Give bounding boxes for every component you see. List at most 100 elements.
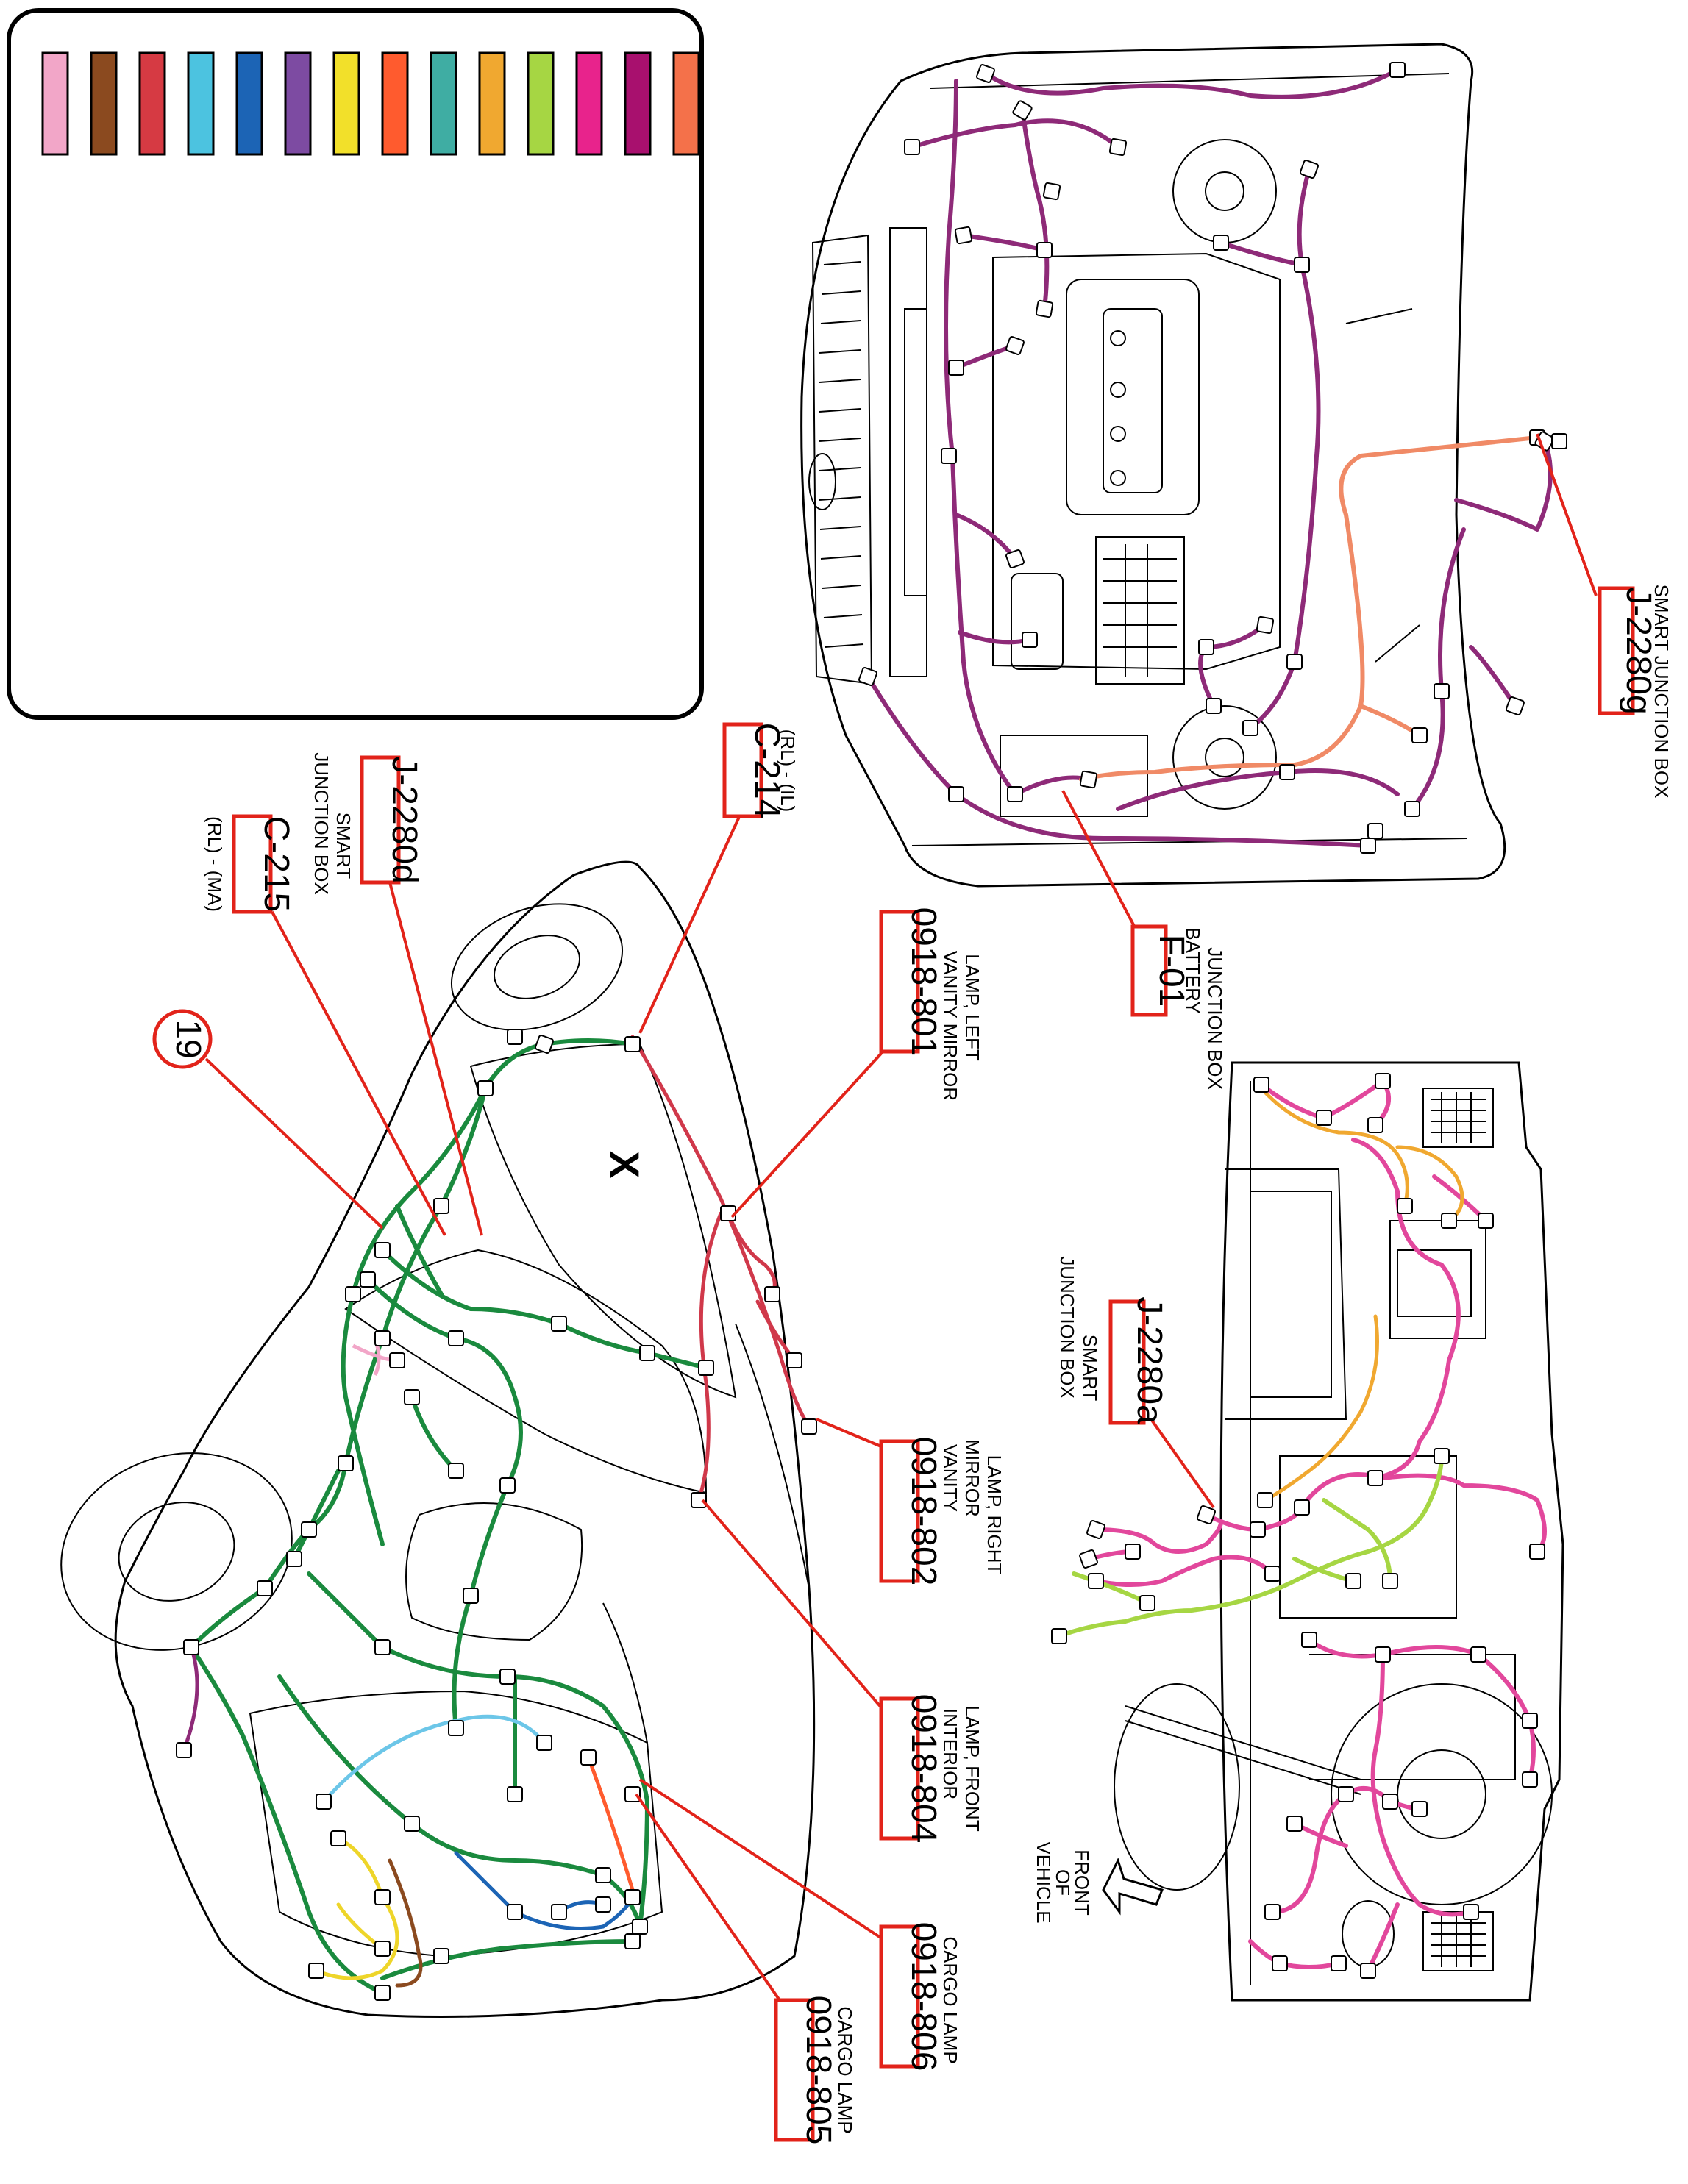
callout-0918-806: 0918-806 CARGO LAMP xyxy=(638,1778,961,2071)
connector xyxy=(1522,1713,1538,1729)
connector xyxy=(595,1896,611,1913)
legend-swatch xyxy=(672,51,700,156)
legend-swatch xyxy=(138,51,166,156)
callout-j2280a-desc1: SMART xyxy=(1079,1335,1101,1402)
legend-swatch xyxy=(527,51,555,156)
connector xyxy=(1382,1573,1398,1589)
callout-0918-801-desc2: LAMP, LEFT xyxy=(961,954,983,1061)
emblem xyxy=(808,453,836,510)
connector xyxy=(1279,764,1295,780)
connector xyxy=(698,1360,714,1376)
connector xyxy=(624,1786,641,1802)
legend-swatch xyxy=(430,51,457,156)
connector xyxy=(1506,696,1525,715)
connector xyxy=(507,1029,523,1045)
connector xyxy=(1139,1595,1155,1611)
connector xyxy=(433,1948,449,1964)
front-label-line2: OF xyxy=(1052,1869,1074,1896)
connector xyxy=(1463,1904,1479,1920)
connector xyxy=(463,1588,479,1604)
callout-j2280g: J-2280g SMART JUNCTION BOX xyxy=(1536,433,1673,798)
callout-0918-806-desc1: CARGO LAMP xyxy=(939,1936,961,2063)
connector xyxy=(1242,720,1258,736)
connector xyxy=(345,1286,361,1302)
engine-connectors xyxy=(858,62,1567,854)
connector xyxy=(1198,639,1214,655)
connector xyxy=(507,1786,523,1802)
legend-swatch xyxy=(284,51,312,156)
connector xyxy=(1434,1448,1450,1464)
legend-swatch xyxy=(41,51,69,156)
legend-swatch xyxy=(235,51,263,156)
connector xyxy=(1382,1794,1398,1810)
connector xyxy=(1434,683,1450,699)
connector xyxy=(948,786,964,802)
front-label-line3: VEHICLE xyxy=(1033,1841,1055,1923)
connector xyxy=(448,1463,464,1479)
connector xyxy=(1022,632,1038,648)
legend-swatch xyxy=(575,51,603,156)
connector xyxy=(1250,1521,1266,1538)
connector xyxy=(1300,160,1319,179)
connector xyxy=(374,1330,391,1346)
connector xyxy=(1551,433,1567,449)
connector xyxy=(1286,1816,1303,1832)
connector xyxy=(624,1933,641,1949)
callout-0918-805: 0918-805 CARGO LAMP xyxy=(635,1793,856,2145)
callout-0918-801-desc1: VANITY MIRROR xyxy=(939,951,961,1101)
connector xyxy=(1375,1646,1391,1663)
connector xyxy=(1042,182,1061,201)
front-label-line1: FRONT xyxy=(1071,1849,1093,1916)
connector xyxy=(1389,62,1406,78)
legend-swatch xyxy=(478,51,506,156)
callout-0918-805-desc1: CARGO LAMP xyxy=(834,2006,856,2133)
connector xyxy=(1478,1213,1494,1229)
connector xyxy=(1256,615,1275,635)
connector xyxy=(301,1521,317,1538)
connector xyxy=(580,1749,597,1766)
connector xyxy=(1411,727,1428,743)
connector xyxy=(1012,100,1033,121)
callout-0918-802-label: 0918-802 xyxy=(904,1437,943,1586)
connector xyxy=(1035,299,1054,318)
connector xyxy=(1529,1544,1545,1560)
connector xyxy=(1206,698,1222,714)
connector xyxy=(1253,1077,1269,1093)
connector xyxy=(374,1985,391,2001)
callout-ground-19: 19 xyxy=(152,1009,384,1230)
connector xyxy=(954,226,973,245)
connector xyxy=(1005,549,1025,568)
callout-j2280d: J-2280d SMART JUNCTION BOX xyxy=(310,752,483,1236)
color-legend xyxy=(7,8,704,720)
connector xyxy=(1036,242,1053,258)
callout-c214-desc: (RL) - (IL) xyxy=(777,729,799,813)
callout-0918-804-label: 0918-804 xyxy=(904,1694,943,1844)
connector xyxy=(535,1035,554,1054)
connector xyxy=(308,1963,324,1979)
connector xyxy=(1522,1771,1538,1788)
callout-c215: C-215 (RL) - (MA) xyxy=(204,814,446,1236)
connector xyxy=(1404,801,1420,817)
connector xyxy=(801,1418,817,1435)
connector xyxy=(786,1352,802,1368)
connector xyxy=(1007,786,1023,802)
callout-0918-802-desc2: MIRROR xyxy=(961,1439,983,1516)
connector xyxy=(1360,838,1376,854)
callout-ground-19-label: 19 xyxy=(168,1019,207,1058)
connector xyxy=(1367,1117,1383,1133)
front-arrow-icon xyxy=(1102,1858,1164,1916)
connector xyxy=(1108,138,1128,157)
connector xyxy=(904,139,920,155)
connector xyxy=(183,1639,199,1655)
callout-0918-804-desc2: LAMP, FRONT xyxy=(961,1705,983,1832)
connector xyxy=(1005,336,1025,355)
connector xyxy=(1397,1198,1413,1214)
connector xyxy=(374,1242,391,1258)
callout-j2280a: J-2280a SMART JUNCTION BOX xyxy=(1056,1256,1215,1509)
connector xyxy=(551,1904,567,1920)
connector xyxy=(330,1830,346,1846)
callout-0918-805-label: 0918-805 xyxy=(799,1996,838,2145)
connector xyxy=(1294,257,1310,273)
callout-0918-802-desc1: VANITY xyxy=(939,1444,961,1512)
